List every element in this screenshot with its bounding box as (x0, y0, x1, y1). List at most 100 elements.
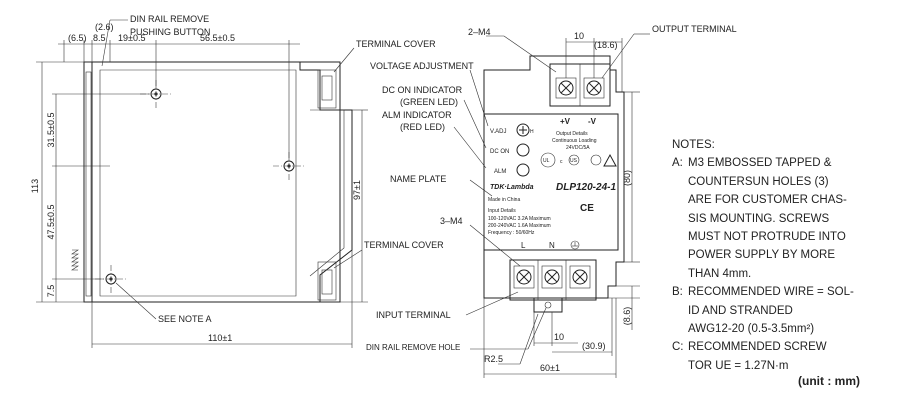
callout-labels: VOLTAGE ADJUSTMENT DC ON INDICATOR (GREE… (366, 24, 737, 352)
dim-113: 113 (30, 179, 40, 193)
note-b-key: B: (672, 286, 683, 299)
terminal-cover-top (317, 69, 337, 109)
side-view-body (91, 61, 341, 303)
note-a: A: M3 EMBOSSED TAPPED & COUNTERSUN HOLES… (672, 154, 892, 283)
terminal-cover-bottom-label: TERMINAL COVER (364, 240, 444, 250)
output-screw-minus (583, 77, 605, 99)
certification-marks: UL c US (540, 152, 617, 168)
note-a-line: SIS MOUNTING. SCREWS (688, 212, 830, 225)
note-a-line: ARE FOR CUSTOMER CHAS- (688, 194, 847, 207)
voltage-adjust-pot (516, 123, 530, 137)
panel-input-details: Input Details (488, 208, 516, 214)
alm-indicator-label: ALM INDICATOR (382, 110, 452, 120)
panel-input-line3: Frequency : 50/60Hz (488, 230, 535, 236)
side-view: (6.5) (2.6) 8.5 19±0.5 56.5±0.5 113 31.5… (30, 14, 444, 348)
din-rail-remove-hole-label: DIN RAIL REMOVE HOLE (366, 343, 460, 352)
panel-input-line2: 200-240VAC 1.6A Maximum (488, 223, 551, 229)
panel-output-details: Output Details (556, 131, 588, 137)
dim-80: (80) (622, 170, 632, 186)
red-led-label: (RED LED) (400, 122, 445, 132)
dc-on-led (516, 143, 530, 157)
dim-front-10-bottom: 10 (554, 332, 564, 342)
dim-60: 60±1 (540, 363, 560, 373)
voltage-adjustment-label: VOLTAGE ADJUSTMENT (370, 61, 474, 71)
dim-r2-5: R2.5 (484, 354, 503, 364)
dim-8-5: 8.5 (93, 33, 106, 43)
din-rail-remove-label: DIN RAIL REMOVE (130, 14, 209, 24)
green-led-label: (GREEN LED) (400, 97, 458, 107)
pushing-button-label: PUSHING BUTTON (130, 27, 210, 37)
panel-model: DLP120-24-1 (556, 182, 616, 193)
m4-bottom-label: 3–M4 (440, 216, 463, 226)
panel-minus-v: -V (588, 117, 597, 126)
dim-6-5: (6.5) (68, 33, 87, 43)
input-screw-l (513, 265, 535, 289)
front-view: V.ADJ H DC ON ALM +V -V Output Details C… (483, 31, 640, 378)
note-c-line: TOR UE = 1.27N·m (688, 359, 789, 372)
note-b: B: RECOMMENDED WIRE = SOL- ID AND STRAND… (672, 283, 892, 338)
panel-term-l: L (521, 241, 526, 250)
input-screw-ground (569, 265, 591, 289)
panel-made-in: Made in China (488, 197, 520, 203)
notes-section: NOTES: A: M3 EMBOSSED TAPPED & COUNTERSU… (672, 136, 892, 375)
note-b-line: RECOMMENDED WIRE = SOL- (688, 286, 854, 299)
panel-brand: TDK·Lambda (490, 184, 534, 191)
panel-v-adj: V.ADJ (490, 129, 506, 135)
output-screw-plus (555, 77, 577, 99)
alm-led (516, 163, 530, 177)
input-terminal-block (509, 259, 597, 301)
panel-alm: ALM (494, 169, 506, 175)
front-body-outline (483, 55, 625, 299)
note-b-line: AWG12-20 (0.5-3.5mm²) (688, 323, 815, 336)
m4-top-label: 2–M4 (468, 27, 491, 37)
dim-18-6: (18.6) (594, 40, 618, 50)
dim-56-5: 56.5±0.5 (200, 33, 235, 43)
spring-detail (71, 249, 79, 271)
dim-47-5: 47.5±0.5 (46, 205, 56, 240)
note-a-key: A: (672, 157, 683, 170)
panel-ce: CE (580, 203, 594, 214)
dim-8-6: (8.6) (622, 307, 632, 326)
notes-title: NOTES: (672, 139, 715, 151)
unit-label: (unit : mm) (798, 374, 860, 388)
dim-19: 19±0.5 (118, 33, 145, 43)
dim-30-9: (30.9) (582, 341, 606, 351)
note-a-line: COUNTERSUN HOLES (3) (688, 175, 829, 188)
output-terminal-label: OUTPUT TERMINAL (652, 24, 737, 34)
svg-text:H: H (530, 129, 534, 135)
note-c-key: C: (672, 341, 684, 354)
note-a-line: MUST NOT PROTRUDE INTO (688, 231, 846, 244)
note-b-line: ID AND STRANDED (688, 304, 793, 317)
dim-7-5: 7.5 (46, 285, 56, 298)
panel-input-line1: 100-120VAC 3.2A Maximum (488, 216, 551, 222)
input-terminal-label: INPUT TERMINAL (376, 310, 451, 320)
dim-31-5: 31.5±0.5 (46, 113, 56, 148)
panel-plus-v: +V (560, 117, 571, 126)
svg-text:UL: UL (543, 158, 550, 164)
dc-on-indicator-label: DC ON INDICATOR (382, 85, 463, 95)
panel-rating: 24VDC/5A (566, 145, 590, 151)
dim-97: 97±1 (352, 180, 362, 200)
input-screw-n (541, 265, 563, 289)
front-label-panel (483, 113, 619, 251)
dim-front-10-top: 10 (574, 31, 584, 41)
panel-dc-on: DC ON (490, 149, 509, 155)
note-c-line: RECOMMENDED SCREW (688, 341, 827, 354)
name-plate-label: NAME PLATE (390, 174, 446, 184)
panel-term-n: N (549, 241, 555, 250)
note-a-line: THAN 4mm. (688, 267, 752, 280)
warning-triangle-icon (603, 153, 617, 167)
din-release-tab (533, 298, 563, 313)
svg-text:US: US (570, 158, 578, 164)
dim-110: 110±1 (208, 333, 232, 343)
dim-2-6: (2.6) (95, 22, 114, 32)
ground-icon (570, 240, 580, 250)
note-a-line: POWER SUPPLY BY MORE (688, 249, 835, 262)
panel-continuous-loading: Continuous Loading (552, 138, 597, 144)
terminal-cover-top-label: TERMINAL COVER (356, 39, 436, 49)
svg-text:c: c (560, 159, 563, 165)
note-a-line: M3 EMBOSSED TAPPED & (688, 157, 832, 170)
note-c: C: RECOMMENDED SCREW TOR UE = 1.27N·m (672, 338, 892, 375)
see-note-a-label: SEE NOTE A (158, 314, 212, 324)
